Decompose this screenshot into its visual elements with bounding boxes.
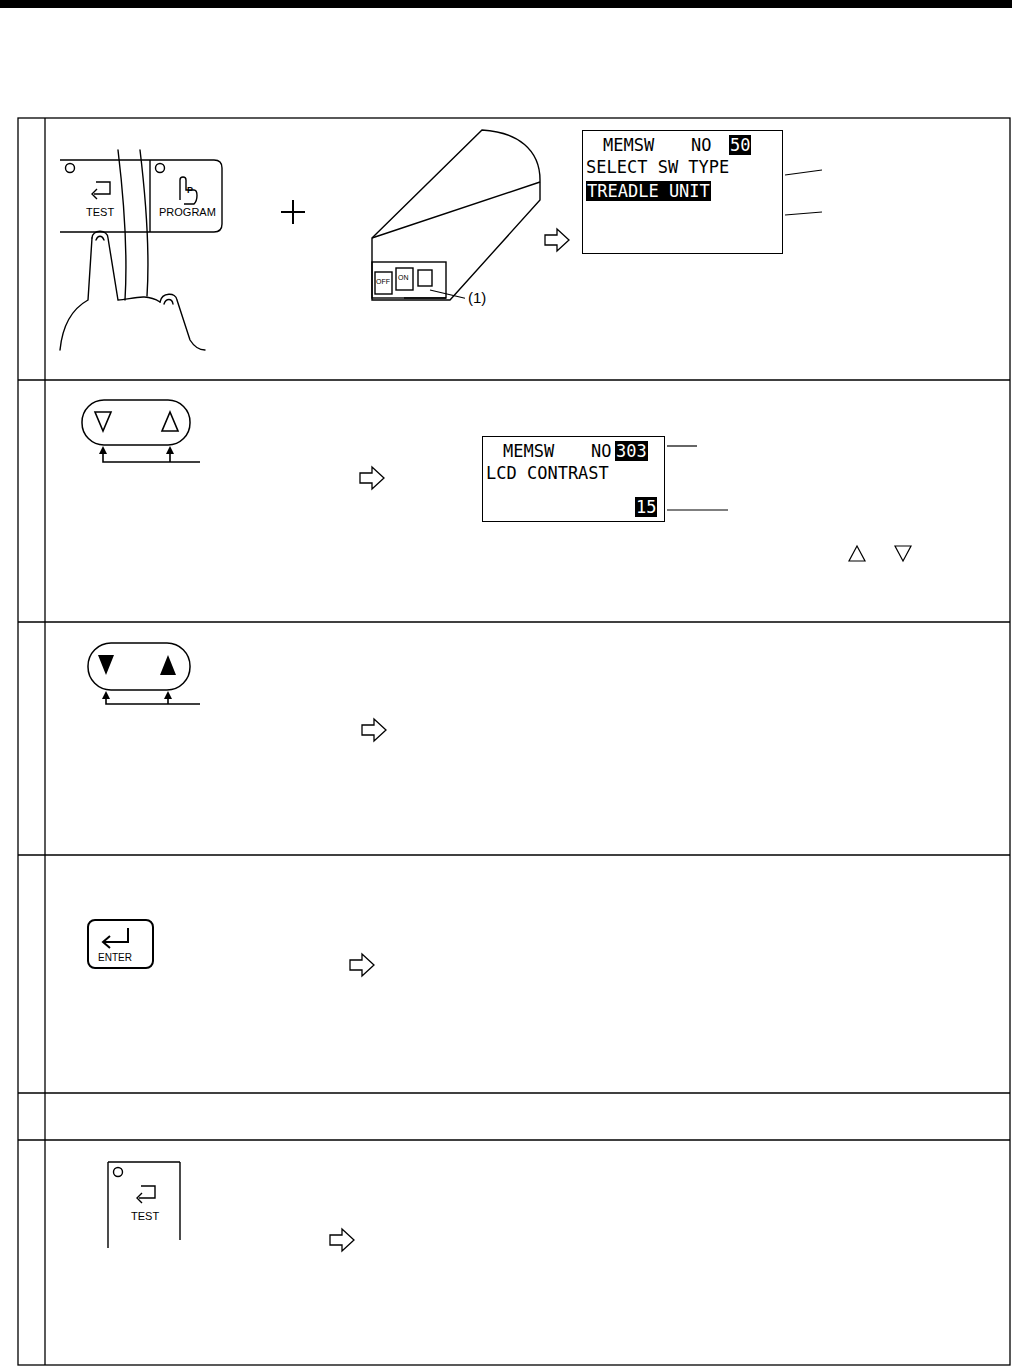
key-label: P (187, 186, 193, 196)
plus-sign (281, 200, 305, 224)
hollow-arrow (360, 467, 384, 489)
key-label: ENTER (98, 952, 132, 963)
bracket-heads (99, 446, 174, 454)
key-label: PROGRAM (159, 206, 216, 218)
lcd-text: NO (691, 135, 711, 155)
arrow-keys (88, 643, 190, 690)
lcd-text: NO (591, 441, 611, 461)
arrow-key-symbols (95, 412, 178, 431)
test-key (108, 1162, 180, 1248)
lcd-text: 15 (635, 497, 657, 517)
enter-symbol (103, 928, 128, 948)
lcd-text: TREADLE UNIT (586, 181, 711, 201)
lcd-text: LCD CONTRAST (486, 463, 609, 483)
lcd-text: 303 (615, 441, 648, 461)
enter-key (88, 920, 153, 968)
lcd-screen: MEMSW NO303LCD CONTRAST 15 (482, 436, 665, 522)
key-label: TEST (86, 206, 114, 218)
leader-line (785, 170, 822, 215)
lcd-text: 50 (729, 135, 751, 155)
bracket-heads (102, 691, 172, 699)
pointing-hand (201, 709, 315, 854)
hollow-arrow (545, 229, 569, 251)
button-panel (60, 160, 222, 232)
arrow-key-symbols (98, 655, 176, 675)
arrow-keys (82, 400, 190, 445)
bracket (106, 695, 200, 704)
top-bar (0, 0, 1012, 8)
key-label: OFF (376, 278, 390, 286)
hollow-arrow (350, 954, 374, 976)
hollow-arrow (330, 1229, 354, 1251)
lcd-text: MEMSW (503, 441, 554, 461)
leader-line (667, 446, 728, 510)
lcd-screen: MEMSW NO 50SELECT SW TYPE TREADLE UNIT (582, 130, 783, 254)
table-grid (18, 118, 1010, 1365)
hollow-arrow (362, 719, 386, 741)
bracket (103, 450, 200, 462)
callout-number: (1) (468, 290, 486, 307)
pressing-hand (60, 150, 205, 350)
machine-table (372, 130, 540, 300)
lcd-text: SELECT SW TYPE (586, 157, 729, 177)
pointing-hand (201, 467, 315, 621)
key-label: TEST (131, 1210, 159, 1222)
pointing-hand (138, 942, 252, 1092)
key-symbols (849, 546, 911, 561)
lcd-text: MEMSW (603, 135, 654, 155)
key-label: ON (398, 274, 409, 282)
leader-line (430, 290, 465, 298)
pointing-hand (146, 1219, 260, 1364)
